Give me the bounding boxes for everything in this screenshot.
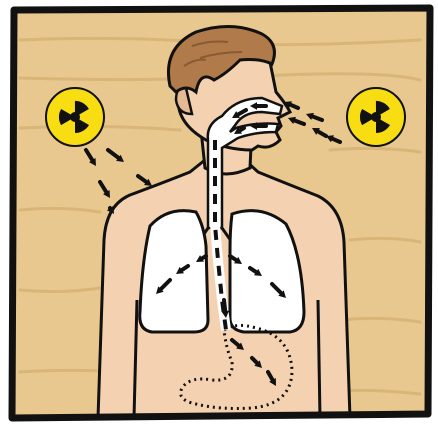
arm-line-right: [318, 300, 320, 418]
left-lung: [140, 211, 208, 332]
radiation-hazard-icon-left: [46, 88, 104, 146]
radiation-hazard-icon-right: [347, 88, 405, 146]
